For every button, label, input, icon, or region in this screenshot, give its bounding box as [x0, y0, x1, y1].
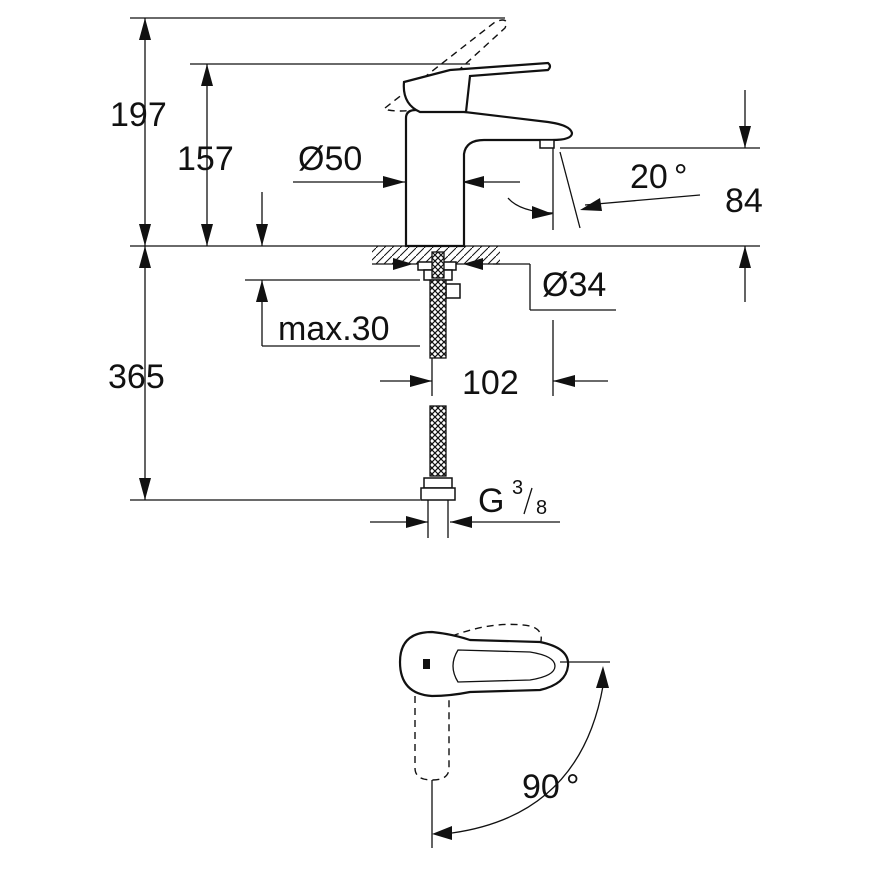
dimension-labels: 197 157 Ø50 20° 84 Ø34 max.30 102 365 G …: [108, 96, 763, 806]
hose-length-label: 365: [108, 358, 165, 396]
hose-connector: [420, 405, 456, 538]
handle-rotation-label: 90°: [522, 768, 579, 806]
top-view: [398, 623, 610, 848]
thread-denominator: 8: [536, 497, 547, 519]
body-diameter-label: Ø50: [298, 140, 362, 178]
dimension-arrows: [139, 18, 751, 840]
total-height-label: 197: [110, 96, 167, 134]
connection-thread-label: G: [478, 482, 504, 520]
projection-label: 102: [462, 364, 519, 402]
spout-outlet-height-label: 84: [725, 182, 763, 220]
faucet-body: [383, 19, 574, 248]
max-deck-thickness-label: max.30: [278, 310, 390, 348]
thread-numerator: 3: [512, 477, 523, 499]
deck-section: [372, 246, 500, 359]
spout-height-label: 157: [177, 140, 234, 178]
spout-angle-label: 20°: [630, 158, 687, 196]
mount-hole-diameter-label: Ø34: [542, 266, 606, 304]
